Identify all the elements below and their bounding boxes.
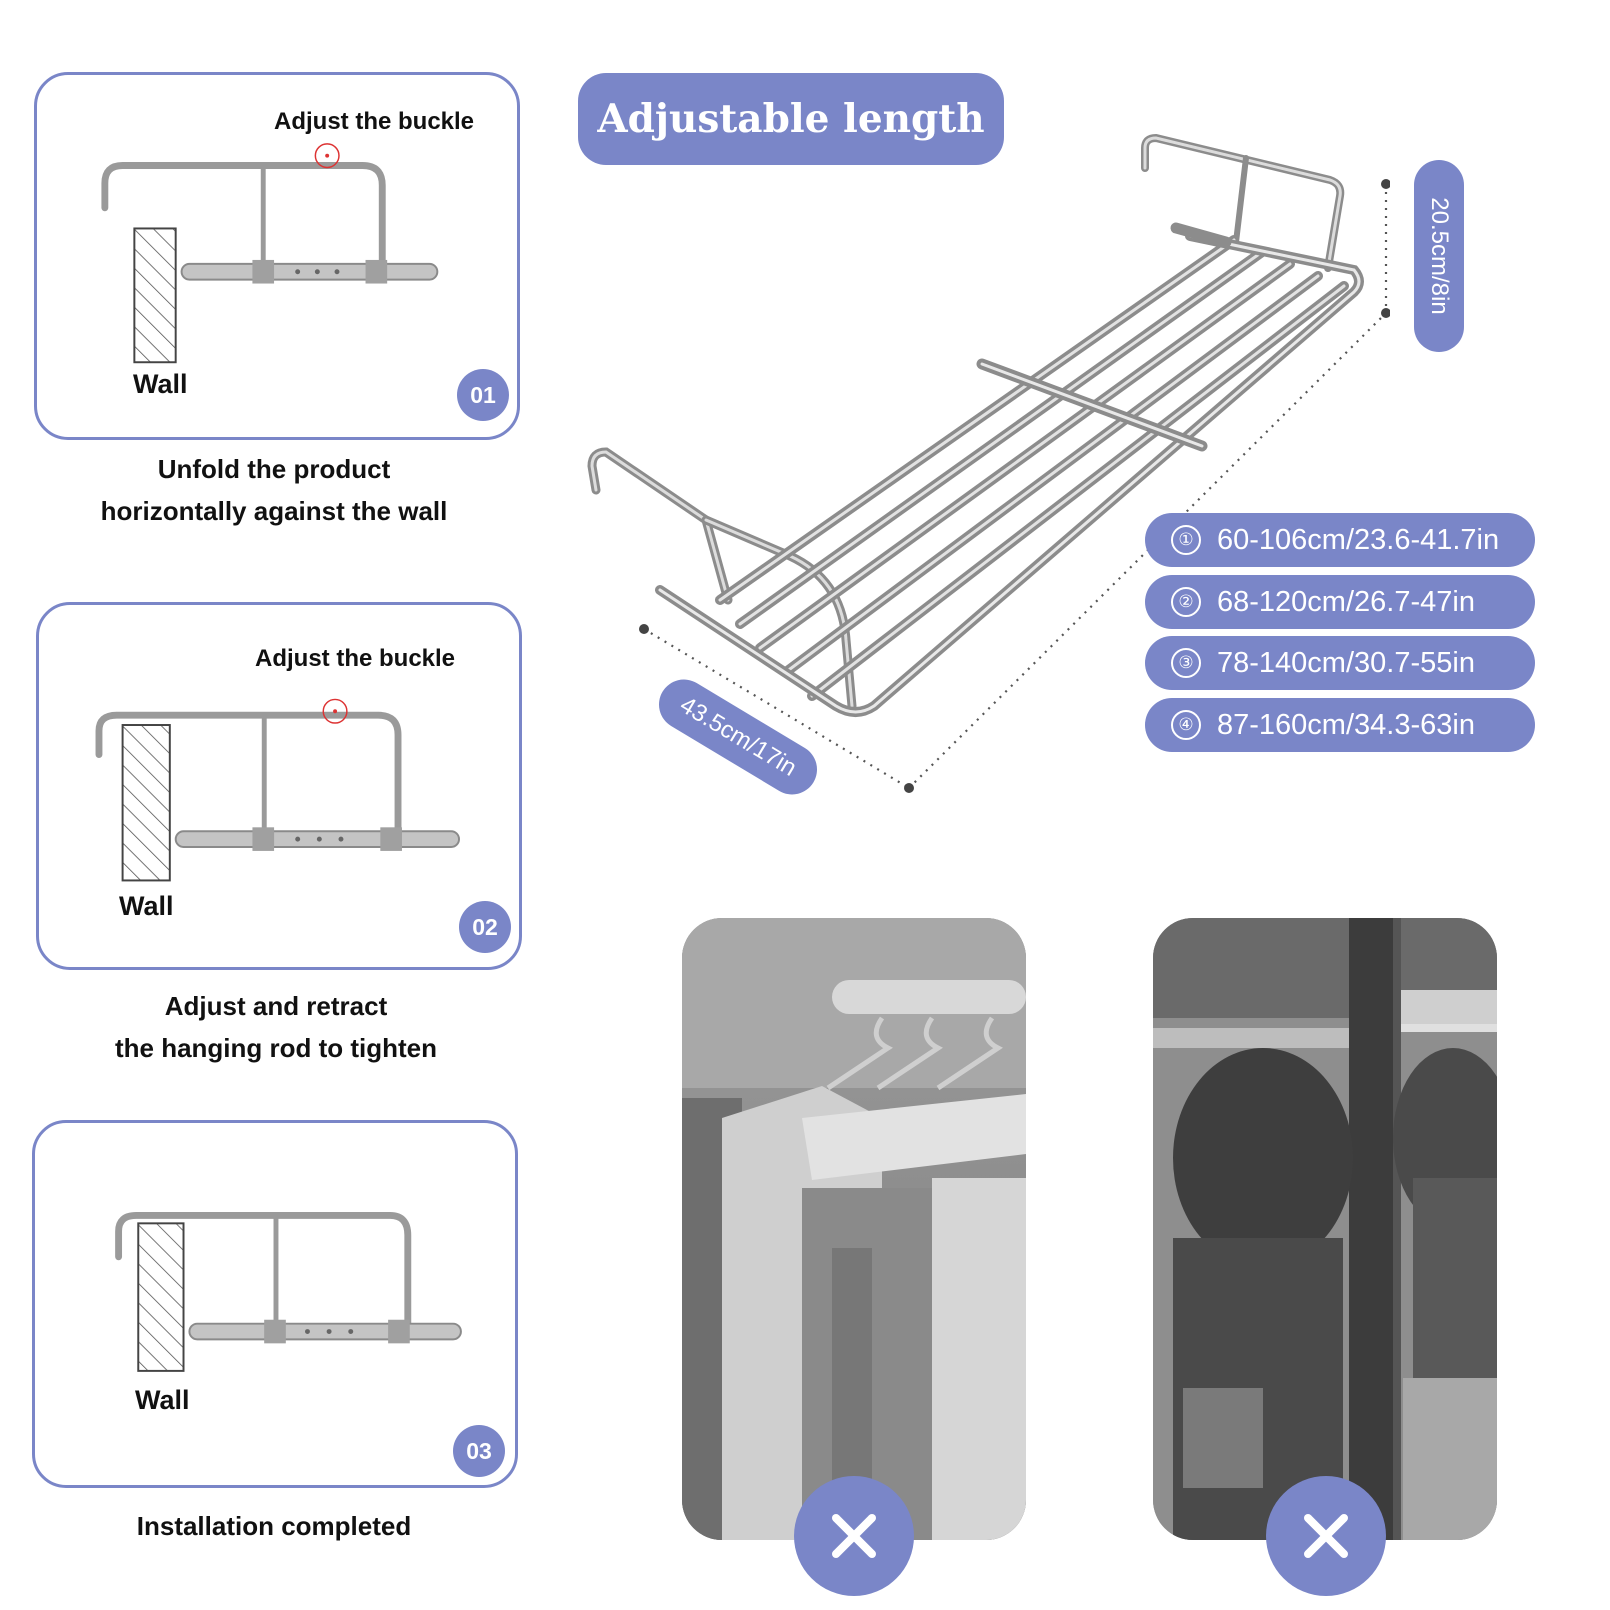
wall-hatch [133, 227, 177, 364]
size-option-4: ④ 87-160cm/34.3-63in [1145, 698, 1535, 752]
rack-product-illustration [587, 133, 1390, 793]
close-icon [794, 1476, 914, 1596]
height-dimension-text: 20.5cm/8in [1426, 197, 1453, 315]
buckle-marker [322, 698, 348, 724]
size-option-3: ③ 78-140cm/30.7-55in [1145, 636, 1535, 690]
caption-line: Installation completed [136, 1511, 412, 1541]
wall-hatch [137, 1222, 185, 1372]
size-option-label: 78-140cm/30.7-55in [1217, 646, 1475, 679]
buckle-label: Adjust the buckle [255, 645, 456, 672]
caption-line: the hanging rod to tighten [114, 1033, 438, 1063]
buckle-marker [314, 143, 340, 169]
size-option-label: 60-106cm/23.6-41.7in [1217, 523, 1500, 556]
height-dimension-label: 20.5cm/8in [1414, 160, 1464, 352]
size-marker: ② [1171, 587, 1201, 617]
rack-diagram-03 [115, 1212, 462, 1372]
step-caption-02: Adjust and retract the hanging rod to ti… [16, 985, 536, 1069]
step-card-02: Adjust the buckle Wall 02 [36, 602, 522, 970]
buckle-label: Adjust the buckle [274, 108, 475, 135]
wall-label: Wall [135, 1385, 190, 1415]
step-caption-01: Unfold the product horizontally against … [14, 448, 534, 532]
title-banner: Adjustable length [578, 73, 1004, 165]
step-badge: 02 [459, 901, 511, 953]
size-marker: ① [1171, 525, 1201, 555]
rack-diagram-01 [101, 143, 439, 364]
size-marker: ④ [1171, 710, 1201, 740]
step-caption-03: Installation completed [14, 1505, 534, 1547]
size-option-label: 68-120cm/26.7-47in [1217, 585, 1475, 618]
closet-photo [682, 918, 1026, 1540]
wall-label: Wall [119, 891, 174, 921]
size-option-label: 87-160cm/34.3-63in [1217, 708, 1475, 741]
caption-line: Adjust and retract [164, 991, 388, 1021]
size-marker: ③ [1171, 648, 1201, 678]
step-badge: 01 [457, 369, 509, 421]
close-icon [1266, 1476, 1386, 1596]
rack-diagram-02 [95, 698, 460, 882]
blurred-closet-photo [1153, 918, 1497, 1540]
size-option-1: ① 60-106cm/23.6-41.7in [1145, 513, 1535, 567]
step-card-03: Wall 03 [32, 1120, 518, 1488]
step-card-01: Adjust the buckle Wall 01 [34, 72, 520, 440]
wall-hatch [121, 724, 171, 882]
step-badge: 03 [453, 1425, 505, 1477]
wall-label: Wall [133, 369, 188, 399]
size-option-2: ② 68-120cm/26.7-47in [1145, 575, 1535, 629]
caption-line: horizontally against the wall [100, 496, 448, 526]
caption-line: Unfold the product [157, 454, 391, 484]
